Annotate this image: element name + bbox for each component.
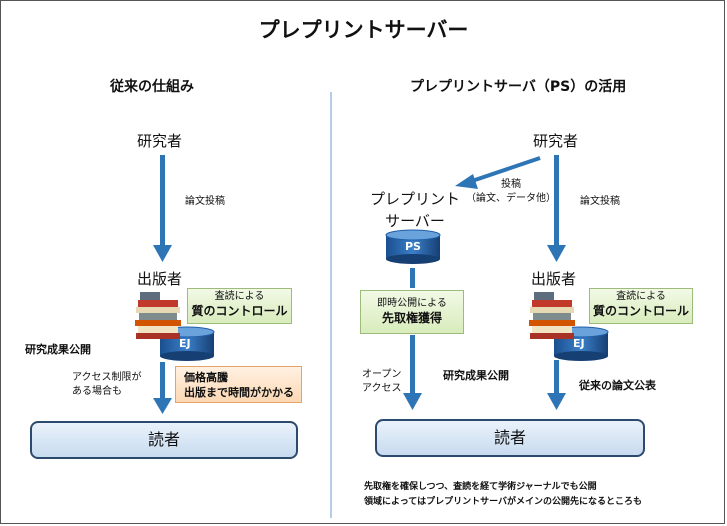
- right-publish-label: 研究成果公開: [443, 369, 509, 382]
- right-peer-review-line2: 質のコントロール: [592, 304, 689, 318]
- right-instant-box: 即時公開による 先取権獲得: [360, 290, 464, 334]
- left-publish-label: 研究成果公開: [25, 343, 91, 356]
- right-publisher: 出版者: [531, 270, 577, 288]
- ps-label: PS: [405, 240, 421, 253]
- right-traditional-label: 従来の論文公表: [579, 379, 656, 392]
- left-cost-box: 価格高騰 出版まで時間がかかる: [175, 366, 302, 403]
- right-reader-box: 読者: [375, 419, 645, 457]
- right-submit-label: 論文投稿: [580, 196, 620, 207]
- right-submit-ps-label: 投稿 （論文、データ他）: [466, 179, 556, 204]
- arrow-researcher-to-ps: [471, 156, 541, 183]
- left-ej-label: EJ: [179, 337, 191, 350]
- right-peer-review-box: 査読による 質のコントロール: [589, 288, 693, 324]
- left-submit-label: 論文投稿: [185, 196, 225, 207]
- footnote-line1: 先取権を確保しつつ、査読を経て学術ジャーナルでも公開: [364, 482, 597, 492]
- left-publisher: 出版者: [137, 270, 183, 288]
- right-heading: プレプリントサーバ（PS）の活用: [410, 79, 627, 95]
- left-researcher: 研究者: [137, 132, 183, 150]
- page-title: プレプリントサーバー: [258, 18, 469, 42]
- right-peer-review-line1: 査読による: [616, 291, 666, 302]
- ps-cylinder: [385, 229, 441, 264]
- footnote-line2: 領域によってはプレプリントサーバがメインの公開先になるところも: [364, 497, 643, 507]
- right-instant-line2: 先取権獲得: [381, 311, 442, 325]
- book-stack-right-icon: [529, 292, 575, 339]
- right-ej-label: EJ: [573, 337, 585, 350]
- left-peer-review-line1: 査読による: [214, 291, 265, 302]
- right-open-access: オープン アクセス: [362, 369, 402, 394]
- left-cost-line2: 出版まで時間がかかる: [184, 386, 294, 399]
- footnote: 先取権を確保しつつ、査読を経て学術ジャーナルでも公開 領域によってはプレプリント…: [364, 480, 642, 510]
- left-peer-review-line2: 質のコントロール: [191, 304, 288, 318]
- right-ps-name: プレプリント サーバー: [370, 190, 461, 230]
- left-reader-box: 読者: [30, 421, 298, 459]
- left-cost-line1: 価格高騰: [184, 371, 228, 384]
- left-heading: 従来の仕組み: [110, 79, 194, 95]
- left-peer-review-box: 査読による 質のコントロール: [187, 288, 292, 324]
- left-access-note: アクセス制限が ある場合も: [72, 372, 142, 397]
- arrow-head-ps: [455, 174, 478, 189]
- book-stack-left-icon: [135, 292, 181, 339]
- right-researcher: 研究者: [533, 132, 579, 150]
- right-instant-line1: 即時公開による: [377, 298, 447, 309]
